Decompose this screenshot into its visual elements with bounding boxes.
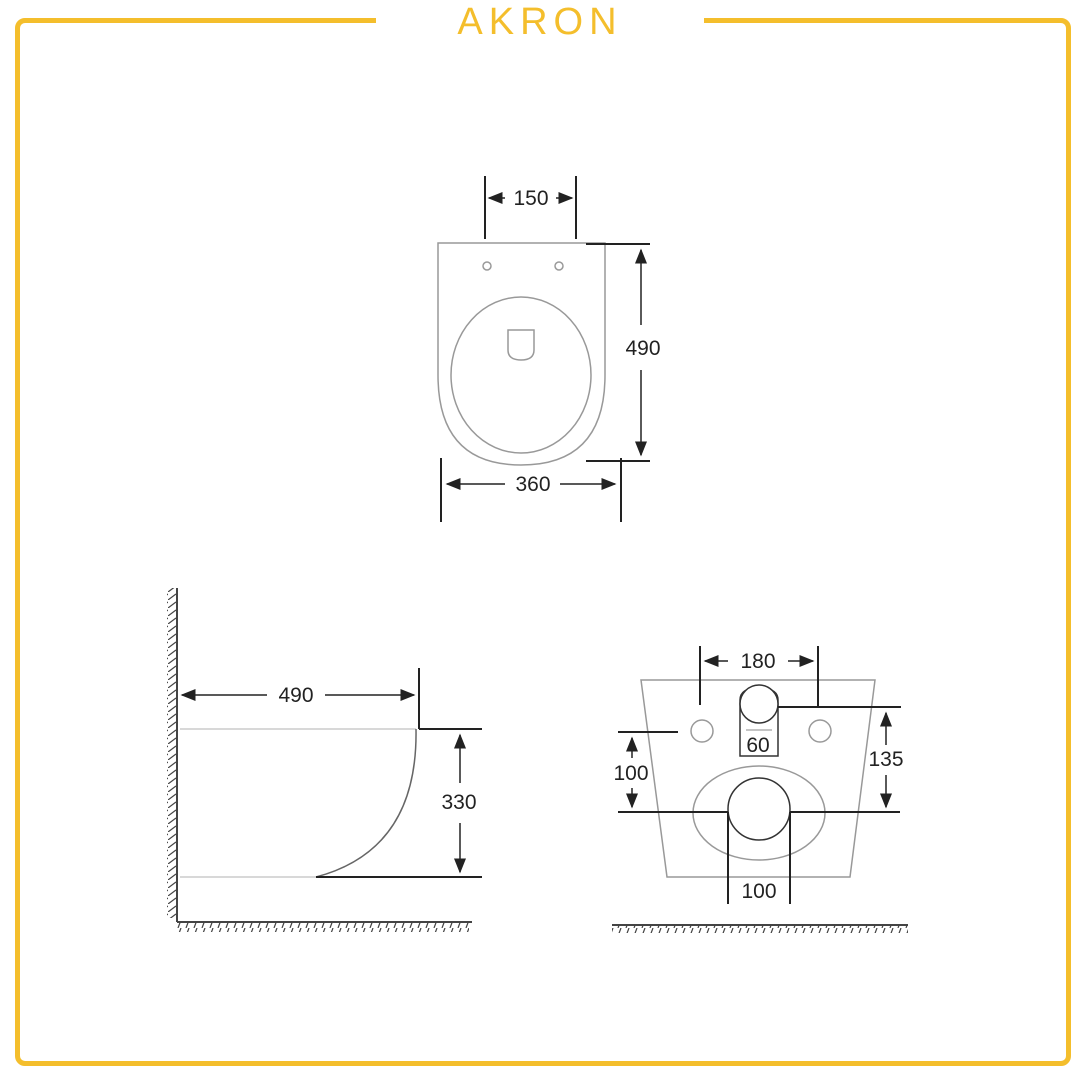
top-view — [437, 176, 650, 522]
wall-hatch — [167, 588, 177, 918]
dim-hinge-spacing: 150 — [513, 187, 548, 210]
bowl-profile — [315, 728, 417, 878]
dim-top-width: 360 — [515, 473, 550, 496]
brand-header: AKRON — [376, 0, 704, 44]
bolt-hole-left — [690, 719, 714, 743]
dim-side-height: 330 — [441, 791, 476, 814]
inlet-pipe — [739, 684, 779, 724]
dim-side-depth: 490 — [278, 684, 313, 707]
dim-outlet-diameter: 100 — [741, 880, 776, 903]
hinge-hole-left — [482, 261, 492, 271]
bowl-outline-top — [437, 242, 606, 466]
outlet-pipe — [727, 777, 791, 841]
floor-hatch — [177, 922, 469, 932]
dim-bolt-height: 135 — [868, 748, 903, 771]
dim-inlet-width: 60 — [746, 734, 769, 757]
hinge-hole-right — [554, 261, 564, 271]
dim-outlet-height: 100 — [613, 762, 648, 785]
seat-opening — [450, 296, 592, 454]
rear-view — [612, 646, 908, 933]
bolt-hole-right — [808, 719, 832, 743]
dim-top-length: 490 — [625, 337, 660, 360]
flush-outlet — [507, 329, 535, 361]
dim-bolt-spacing: 180 — [740, 650, 775, 673]
brand-logo: AKRON — [457, 1, 623, 43]
side-view — [167, 588, 482, 932]
floor-hatch-rear — [612, 925, 908, 933]
